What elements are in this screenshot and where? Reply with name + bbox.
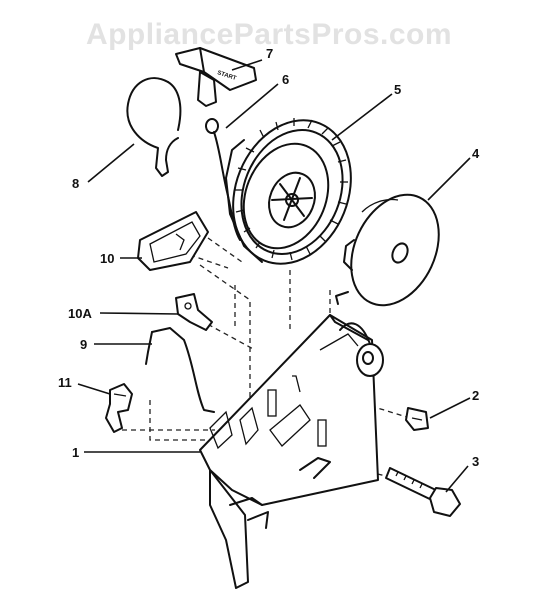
part-4-spring-cover <box>335 193 440 307</box>
part-10-plate <box>137 211 209 271</box>
callout-1: 1 <box>72 445 79 460</box>
callout-6: 6 <box>282 72 289 87</box>
part-6-rope <box>205 118 241 241</box>
part-3-bolt <box>385 467 461 517</box>
callout-9: 9 <box>80 337 87 352</box>
callout-11: 11 <box>58 375 72 390</box>
part-10a-bracket <box>175 293 213 331</box>
callout-3: 3 <box>472 454 479 469</box>
part-5-pulley <box>225 118 352 265</box>
handle-label: START <box>216 70 237 82</box>
callout-labels: 7 6 5 4 8 10 10A 9 11 1 2 3 <box>58 46 480 469</box>
part-1-bracket <box>199 314 384 589</box>
part-2-clip <box>405 407 429 431</box>
callout-4: 4 <box>472 146 480 161</box>
part-11-clip <box>105 383 133 433</box>
callout-7: 7 <box>266 46 273 61</box>
callout-5: 5 <box>394 82 401 97</box>
part-8-rope-guide <box>126 77 182 177</box>
callout-8: 8 <box>72 176 79 191</box>
part-9-wire-link <box>145 327 215 413</box>
leader-lines <box>77 59 471 493</box>
callout-2: 2 <box>472 388 479 403</box>
callout-10a: 10A <box>68 306 92 321</box>
callout-10: 10 <box>100 251 114 266</box>
part-7-handle: START <box>175 47 257 107</box>
